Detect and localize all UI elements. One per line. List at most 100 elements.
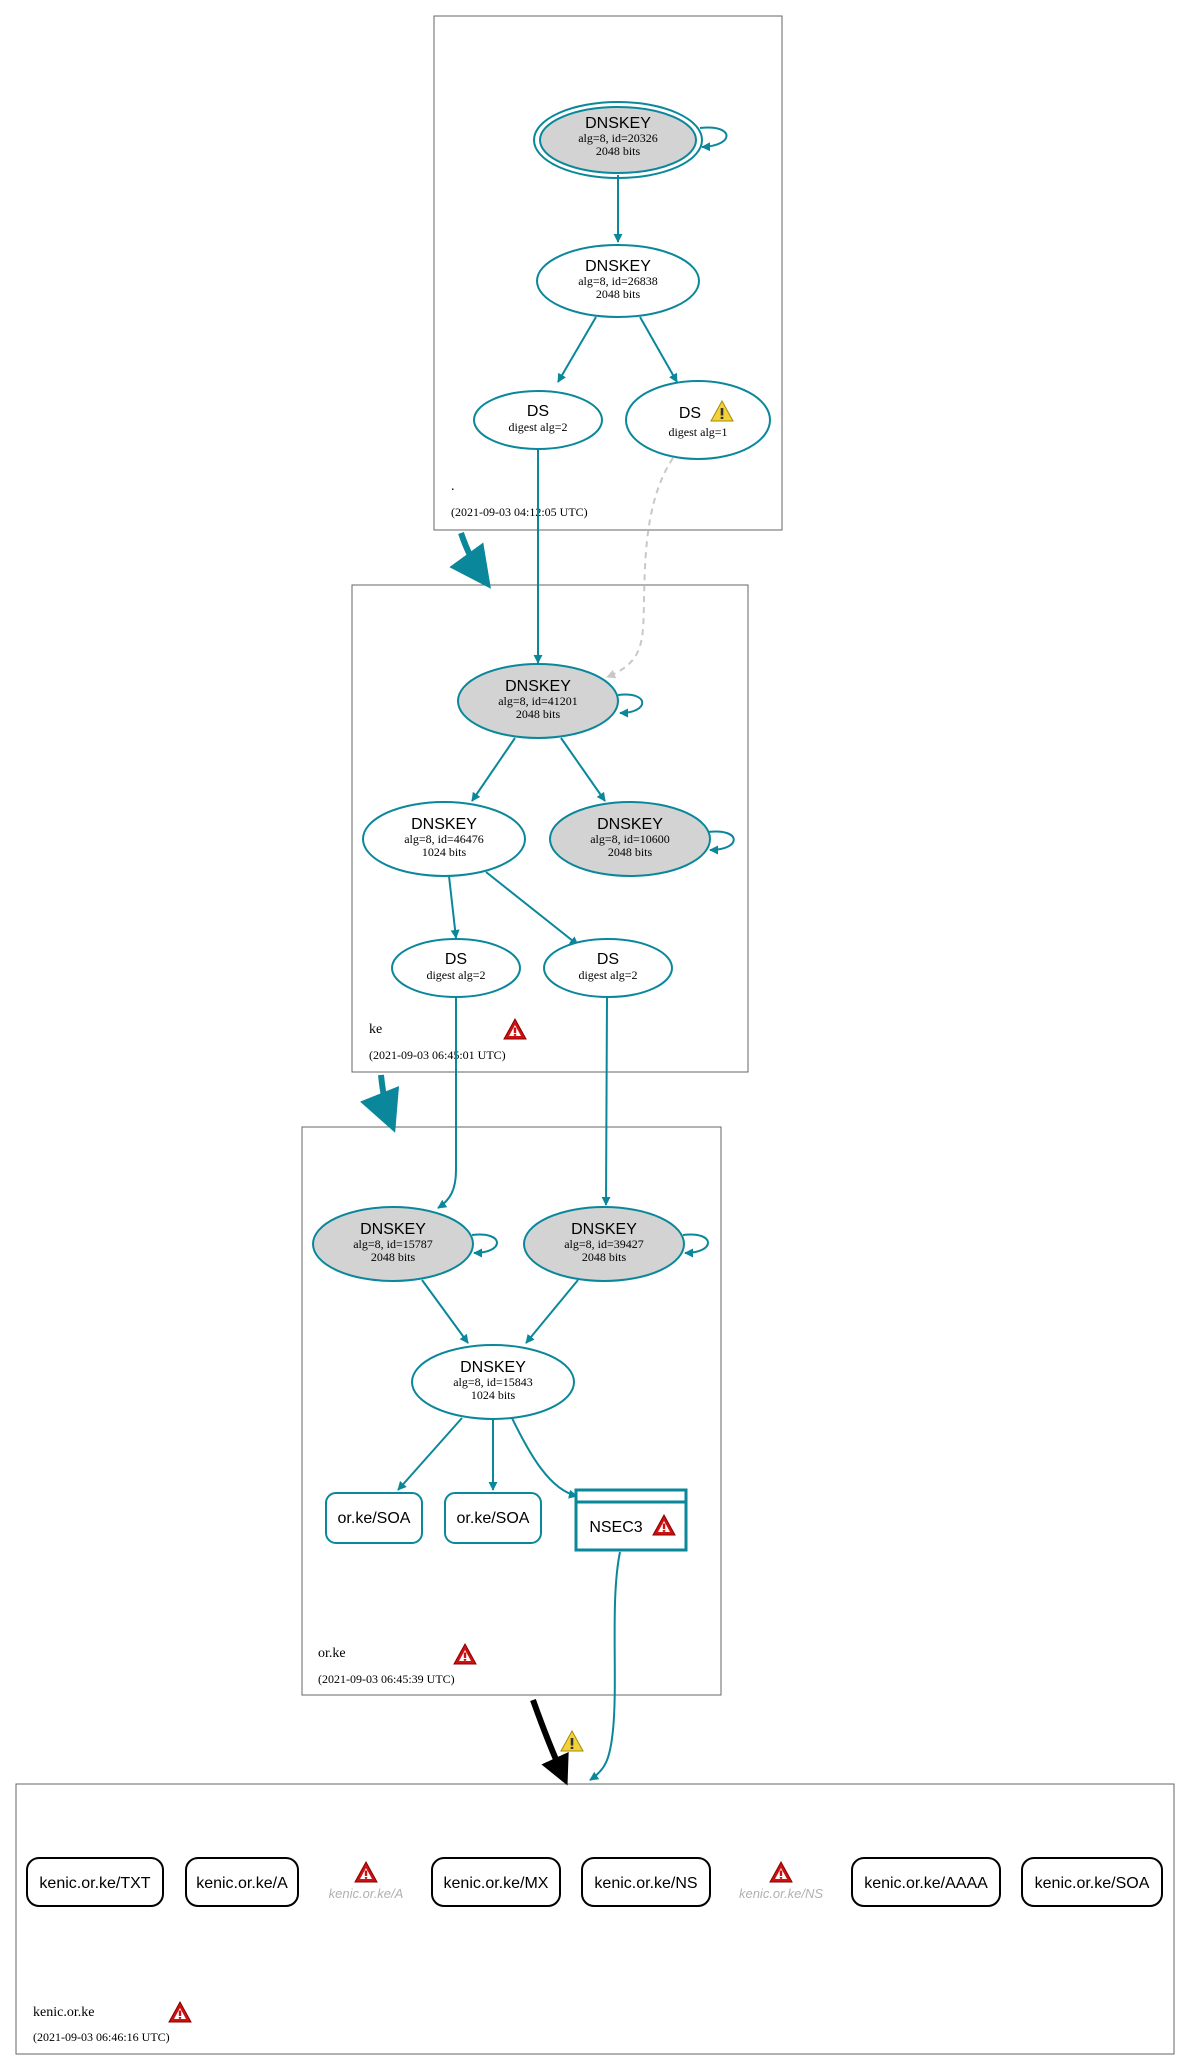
dnskey-node[interactable]: DNSKEY alg=8, id=15843 1024 bits xyxy=(411,1344,575,1420)
rrset-node[interactable]: kenic.or.ke/AAAA xyxy=(851,1857,1001,1907)
node-title: DNSKEY xyxy=(505,678,571,695)
rrset-label: kenic.or.ke/MX xyxy=(444,1875,549,1892)
node-title: DNSKEY xyxy=(597,816,663,833)
warning-triangle-red-icon xyxy=(503,1018,527,1040)
zone-timestamp: (2021-09-03 06:45:01 UTC) xyxy=(369,1048,506,1062)
nsec3-label: NSEC3 xyxy=(589,1519,642,1536)
rrset-node[interactable]: kenic.or.ke/TXT xyxy=(26,1857,164,1907)
zone-root: . (2021-09-03 04:12:05 UTC) xyxy=(433,15,783,531)
edge-ke-zsk-ds-a xyxy=(448,875,460,939)
dnskey-node[interactable]: DNSKEY alg=8, id=46476 1024 bits xyxy=(362,801,526,877)
rrset-label: kenic.or.ke/NS xyxy=(594,1875,697,1892)
node-detail: 1024 bits xyxy=(422,845,467,859)
node-title: DNSKEY xyxy=(585,258,651,275)
dnskey-node[interactable]: DNSKEY alg=8, id=10600 2048 bits xyxy=(549,801,711,877)
ghost-rrset-label: kenic.or.ke/NS xyxy=(739,1886,823,1901)
ds-node[interactable]: DS digest alg=2 xyxy=(543,938,673,998)
rrset-node[interactable]: kenic.or.ke/SOA xyxy=(1021,1857,1163,1907)
rrset-label: kenic.or.ke/TXT xyxy=(39,1875,150,1892)
node-title: DNSKEY xyxy=(571,1221,637,1238)
edge-ke-ds-b-or-ksk2 xyxy=(601,995,611,1206)
edge-ke-ksk-self xyxy=(617,693,644,718)
node-detail: 2048 bits xyxy=(582,1250,627,1264)
rrset-node[interactable]: kenic.or.ke/MX xyxy=(431,1857,561,1907)
edge-ke-ksk-zsk xyxy=(471,737,516,802)
edge-ke-ksk-k2 xyxy=(560,737,606,802)
rrset-node[interactable]: kenic.or.ke/A xyxy=(185,1857,299,1907)
edge-or-nsec3-kenic xyxy=(589,1551,621,1781)
edge-root-zsk-ds1 xyxy=(639,316,678,383)
dnskey-node[interactable]: DNSKEY alg=8, id=20326 2048 bits xyxy=(533,101,703,179)
delegation-arrow-root-ke xyxy=(449,532,491,589)
zone-name: kenic.or.ke xyxy=(33,2005,94,2020)
node-title: DNSKEY xyxy=(411,816,477,833)
edge-or-ksk2-zsk xyxy=(525,1279,579,1344)
dnskey-node[interactable]: DNSKEY alg=8, id=39427 2048 bits xyxy=(523,1206,685,1282)
node-detail: alg=8, id=15843 xyxy=(453,1375,533,1389)
node-detail: digest alg=2 xyxy=(578,968,637,982)
rrset-node[interactable]: kenic.or.ke/NS xyxy=(581,1857,711,1907)
zone-or-ke: or.ke (2021-09-03 06:45:39 UTC) xyxy=(301,1126,722,1696)
node-detail: 2048 bits xyxy=(596,287,641,301)
warning-triangle-red-icon xyxy=(769,1861,793,1883)
node-detail: alg=8, id=15787 xyxy=(353,1237,433,1251)
node-title: DNSKEY xyxy=(360,1221,426,1238)
edge-root-ds1-ke-ksk-dashed xyxy=(606,457,674,679)
edge-root-zsk-ds2 xyxy=(557,316,597,383)
node-detail: alg=8, id=26838 xyxy=(578,274,658,288)
rrset-label: kenic.or.ke/A xyxy=(196,1875,288,1892)
dnskey-node[interactable]: DNSKEY alg=8, id=41201 2048 bits xyxy=(457,663,619,739)
node-title: DS xyxy=(679,405,701,422)
node-title: DNSKEY xyxy=(585,115,651,132)
node-detail: alg=8, id=10600 xyxy=(590,832,670,846)
edge-root-ksk-self xyxy=(699,126,728,152)
edge-or-ksk2-self xyxy=(682,1233,709,1258)
zone-name: ke xyxy=(369,1022,382,1037)
node-title: DNSKEY xyxy=(460,1359,526,1376)
delegation-arrow-ke-orke xyxy=(360,1074,400,1133)
rrset-node[interactable]: or.ke/SOA xyxy=(444,1492,542,1544)
warning-triangle-red-icon xyxy=(453,1643,477,1665)
zone-timestamp: (2021-09-03 06:46:16 UTC) xyxy=(33,2030,170,2044)
zone-name: . xyxy=(451,479,455,494)
node-detail: alg=8, id=46476 xyxy=(404,832,484,846)
warning-triangle-red-icon xyxy=(354,1861,378,1883)
node-detail: 2048 bits xyxy=(596,144,641,158)
delegation-arrow-orke-kenic xyxy=(530,1698,569,1786)
nsec3-node[interactable]: NSEC3 xyxy=(574,1488,688,1552)
ds-node[interactable]: DS digest alg=2 xyxy=(473,390,603,450)
node-title: DS xyxy=(445,951,467,968)
edge-ke-zsk-ds-b xyxy=(485,871,579,946)
rrset-node[interactable]: or.ke/SOA xyxy=(325,1492,423,1544)
node-title: DS xyxy=(527,403,549,420)
rrset-label: or.ke/SOA xyxy=(457,1510,530,1527)
node-detail: 2048 bits xyxy=(371,1250,416,1264)
node-detail: alg=8, id=20326 xyxy=(578,131,658,145)
warning-triangle-red-icon xyxy=(168,2001,192,2023)
edge-or-ksk1-self xyxy=(471,1233,498,1258)
node-detail: 1024 bits xyxy=(471,1388,516,1402)
node-title: DS xyxy=(597,951,619,968)
rrset-label: kenic.or.ke/SOA xyxy=(1035,1875,1150,1892)
ds-node[interactable]: DS digest alg=1 xyxy=(625,380,771,460)
edge-or-ksk1-zsk xyxy=(421,1279,469,1344)
edge-ke-k2-self xyxy=(707,830,735,855)
zone-ke: ke (2021-09-03 06:45:01 UTC) xyxy=(351,584,749,1073)
ds-node[interactable]: DS digest alg=2 xyxy=(391,938,521,998)
rrset-label: kenic.or.ke/AAAA xyxy=(864,1875,988,1892)
ghost-rrset[interactable]: kenic.or.ke/A xyxy=(329,1861,404,1901)
zone-timestamp: (2021-09-03 06:45:39 UTC) xyxy=(318,1672,455,1686)
rrset-label: or.ke/SOA xyxy=(338,1510,411,1527)
node-detail: 2048 bits xyxy=(516,707,561,721)
zone-name: or.ke xyxy=(318,1646,346,1661)
ghost-rrset[interactable]: kenic.or.ke/NS xyxy=(739,1861,823,1901)
zone-timestamp: (2021-09-03 04:12:05 UTC) xyxy=(451,505,588,519)
edge-ke-ds-a-or-ksk1 xyxy=(437,996,457,1209)
zone-kenic-or-ke: kenic.or.ke (2021-09-03 06:46:16 UTC) xyxy=(15,1783,1175,2055)
dnskey-node[interactable]: DNSKEY alg=8, id=15787 2048 bits xyxy=(312,1206,474,1282)
warning-triangle-yellow-icon xyxy=(560,1730,584,1752)
edge-or-zsk-nsec3 xyxy=(511,1417,578,1499)
dnskey-node[interactable]: DNSKEY alg=8, id=26838 2048 bits xyxy=(536,244,700,318)
ghost-rrset-label: kenic.or.ke/A xyxy=(329,1886,404,1901)
